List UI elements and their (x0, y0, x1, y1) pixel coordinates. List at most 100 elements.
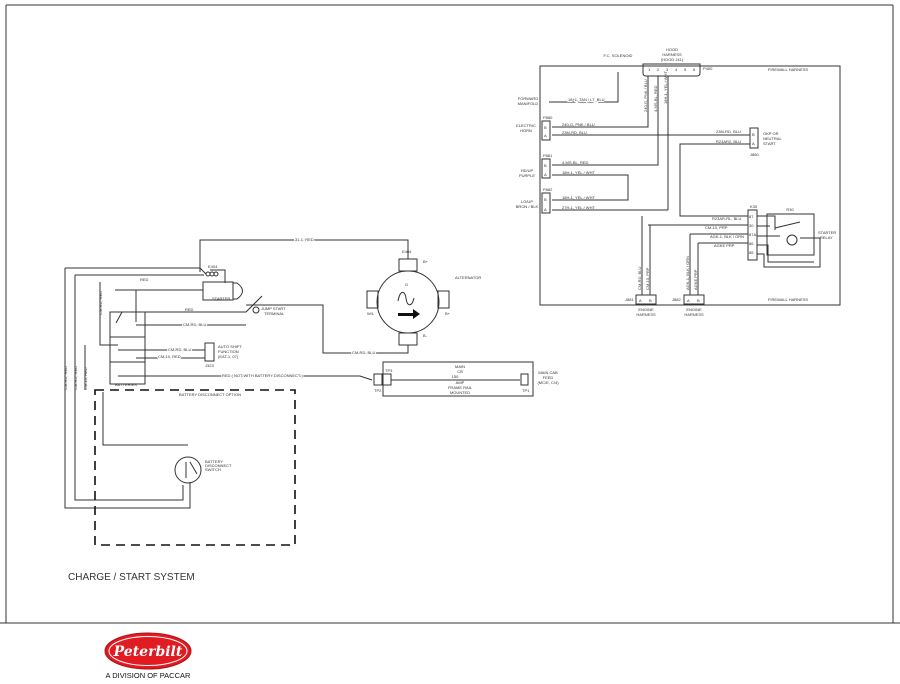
terminal-label: W/L (367, 311, 375, 316)
p880-connector (541, 120, 551, 141)
starter-relay-label: STARTER (818, 230, 836, 235)
wire-label: CM-RD, BLU (352, 350, 375, 355)
wire-label: 31-1, RED (295, 237, 314, 242)
pin-label: B (752, 132, 755, 137)
wire-label: RED (185, 307, 194, 312)
page-title: CHARGE / START SYSTEM (68, 572, 195, 583)
e404-label: E404 (208, 264, 218, 269)
disconnect-switch-label: SWITCH (205, 467, 221, 472)
starter-body (202, 281, 234, 301)
j882-connector (683, 294, 705, 305)
terminal-label: B- (423, 333, 428, 338)
wire-label: AGKE PRP (714, 243, 735, 248)
wire (697, 242, 748, 295)
j880-connector (749, 127, 759, 149)
wire-label: 4-MS-BL, RED (653, 85, 658, 112)
logo-wordmark: Peterbilt (113, 644, 183, 660)
wire-label: 18H-1, YEL / WHT (663, 71, 668, 104)
auto-shift-label: AUTO SHIFT (218, 344, 242, 349)
page-frame (0, 4, 900, 624)
pin-label: A (544, 172, 547, 177)
pin-label: 1 (648, 67, 651, 72)
alternator-terminal (398, 258, 418, 272)
wire (65, 267, 373, 381)
wire-label: RED (140, 277, 149, 282)
j881-connector (635, 294, 657, 305)
main-cb-label: CB (457, 369, 463, 374)
wire (246, 304, 409, 354)
wire-label: CM-RD, BLU (637, 267, 642, 290)
auto-shift-label: FUNCTION (218, 349, 239, 354)
horn-label: HORN (520, 128, 532, 133)
wire-label: CM-RD, BLU (168, 347, 191, 352)
engine-harness-label: ENGINE (686, 307, 702, 312)
hdup-label: HD/UP (521, 168, 534, 173)
pin-label: B (697, 298, 700, 303)
main-cb-label: AMP (456, 380, 465, 385)
battery-disconnect-option-box (94, 389, 296, 546)
loup-label: BRON / BLK (516, 204, 539, 209)
wire (381, 374, 520, 385)
neutral-start-label: NEUTRAL (763, 136, 782, 141)
firewall-harness-label: FIREWALL HARNESS (768, 297, 808, 302)
wire (679, 143, 750, 217)
wire-label: 4-MS-BL, RED (562, 160, 589, 165)
connector-label: P880 (543, 115, 553, 120)
wire-label: 18+1, TAN / LT_BLU (568, 97, 605, 102)
wire-label: CM-RD, RED (98, 291, 103, 315)
tp1-connector (520, 373, 529, 386)
pin-label: B (544, 163, 547, 168)
forward-manifold-label: MANIFOLD (518, 101, 539, 106)
wire-label: R23AR-RL, BLU (712, 216, 741, 221)
engine-harness-label: HARNESS (684, 312, 704, 317)
wire-label: 18H-1, YEL / WHT (562, 170, 595, 175)
wire (648, 224, 748, 295)
wire-label: 18H-1, YEL / WHT (562, 195, 595, 200)
connector-label: J882 (672, 297, 681, 302)
connector-label: P882 (543, 187, 553, 192)
jump-start-label: JUMP START (261, 306, 286, 311)
hood-harness-label: HOOD (666, 47, 678, 52)
wire-label: RED ( NOT WITH BATTERY DISCONNECT ) (222, 373, 303, 378)
tp-label: TP3 (385, 368, 393, 373)
starter-terminal (205, 271, 211, 277)
wire-label: 23M-RD, BLU (562, 130, 587, 135)
wire-label: CM-RD, RED (63, 366, 68, 390)
auto-shift-label: (EAT-1, 07) (218, 354, 239, 359)
wire (552, 76, 659, 166)
pin-label: A (639, 298, 642, 303)
main-cab-feed-label: FEED (543, 375, 554, 380)
relay-coil (786, 234, 798, 246)
wire (552, 76, 649, 128)
main-cb-box (382, 361, 534, 397)
main-cb-label: 150 (452, 374, 459, 379)
main-cab-feed-label: MAIN CAB (538, 370, 558, 375)
hood-harness-label: (HOOD J41) (661, 57, 684, 62)
wire-label: 240-G, PNK / BLU (562, 122, 595, 127)
wire-label: 27H-1, YEL / WHT (562, 205, 595, 210)
main-cb-label: MOUNTED (450, 390, 470, 395)
wire-label: 23M-RD, BLU (716, 129, 741, 134)
main-cb-label: FRAME RAIL (448, 385, 473, 390)
ac-symbol (397, 291, 415, 306)
pin-label: 87A (749, 232, 756, 237)
wire (757, 215, 821, 268)
pin-label: 2 (657, 67, 660, 72)
wire (549, 72, 619, 103)
pin-label: A (544, 133, 547, 138)
starter-terminal (213, 271, 219, 277)
charging-section: G ALTERNATOR E404 B+ W/L B+ B- 31-1, RED… (63, 236, 559, 546)
batteries-box (109, 311, 146, 385)
battery-divider (110, 336, 145, 363)
pin-label: 3 (666, 67, 669, 72)
disconnect-switch (174, 456, 202, 484)
engine-harness-label: HARNESS (636, 312, 656, 317)
tp-label: TP2 (374, 388, 382, 393)
horn-label: ELECTRIC (516, 123, 536, 128)
starter-relay-box (766, 213, 815, 256)
wire-label: CM-10, PRP (705, 225, 728, 230)
alternator-body (376, 270, 440, 334)
r30-label: R30 (786, 207, 794, 212)
logo-tagline: A DIVISION OF PACCAR (106, 671, 191, 680)
wire (210, 269, 226, 283)
